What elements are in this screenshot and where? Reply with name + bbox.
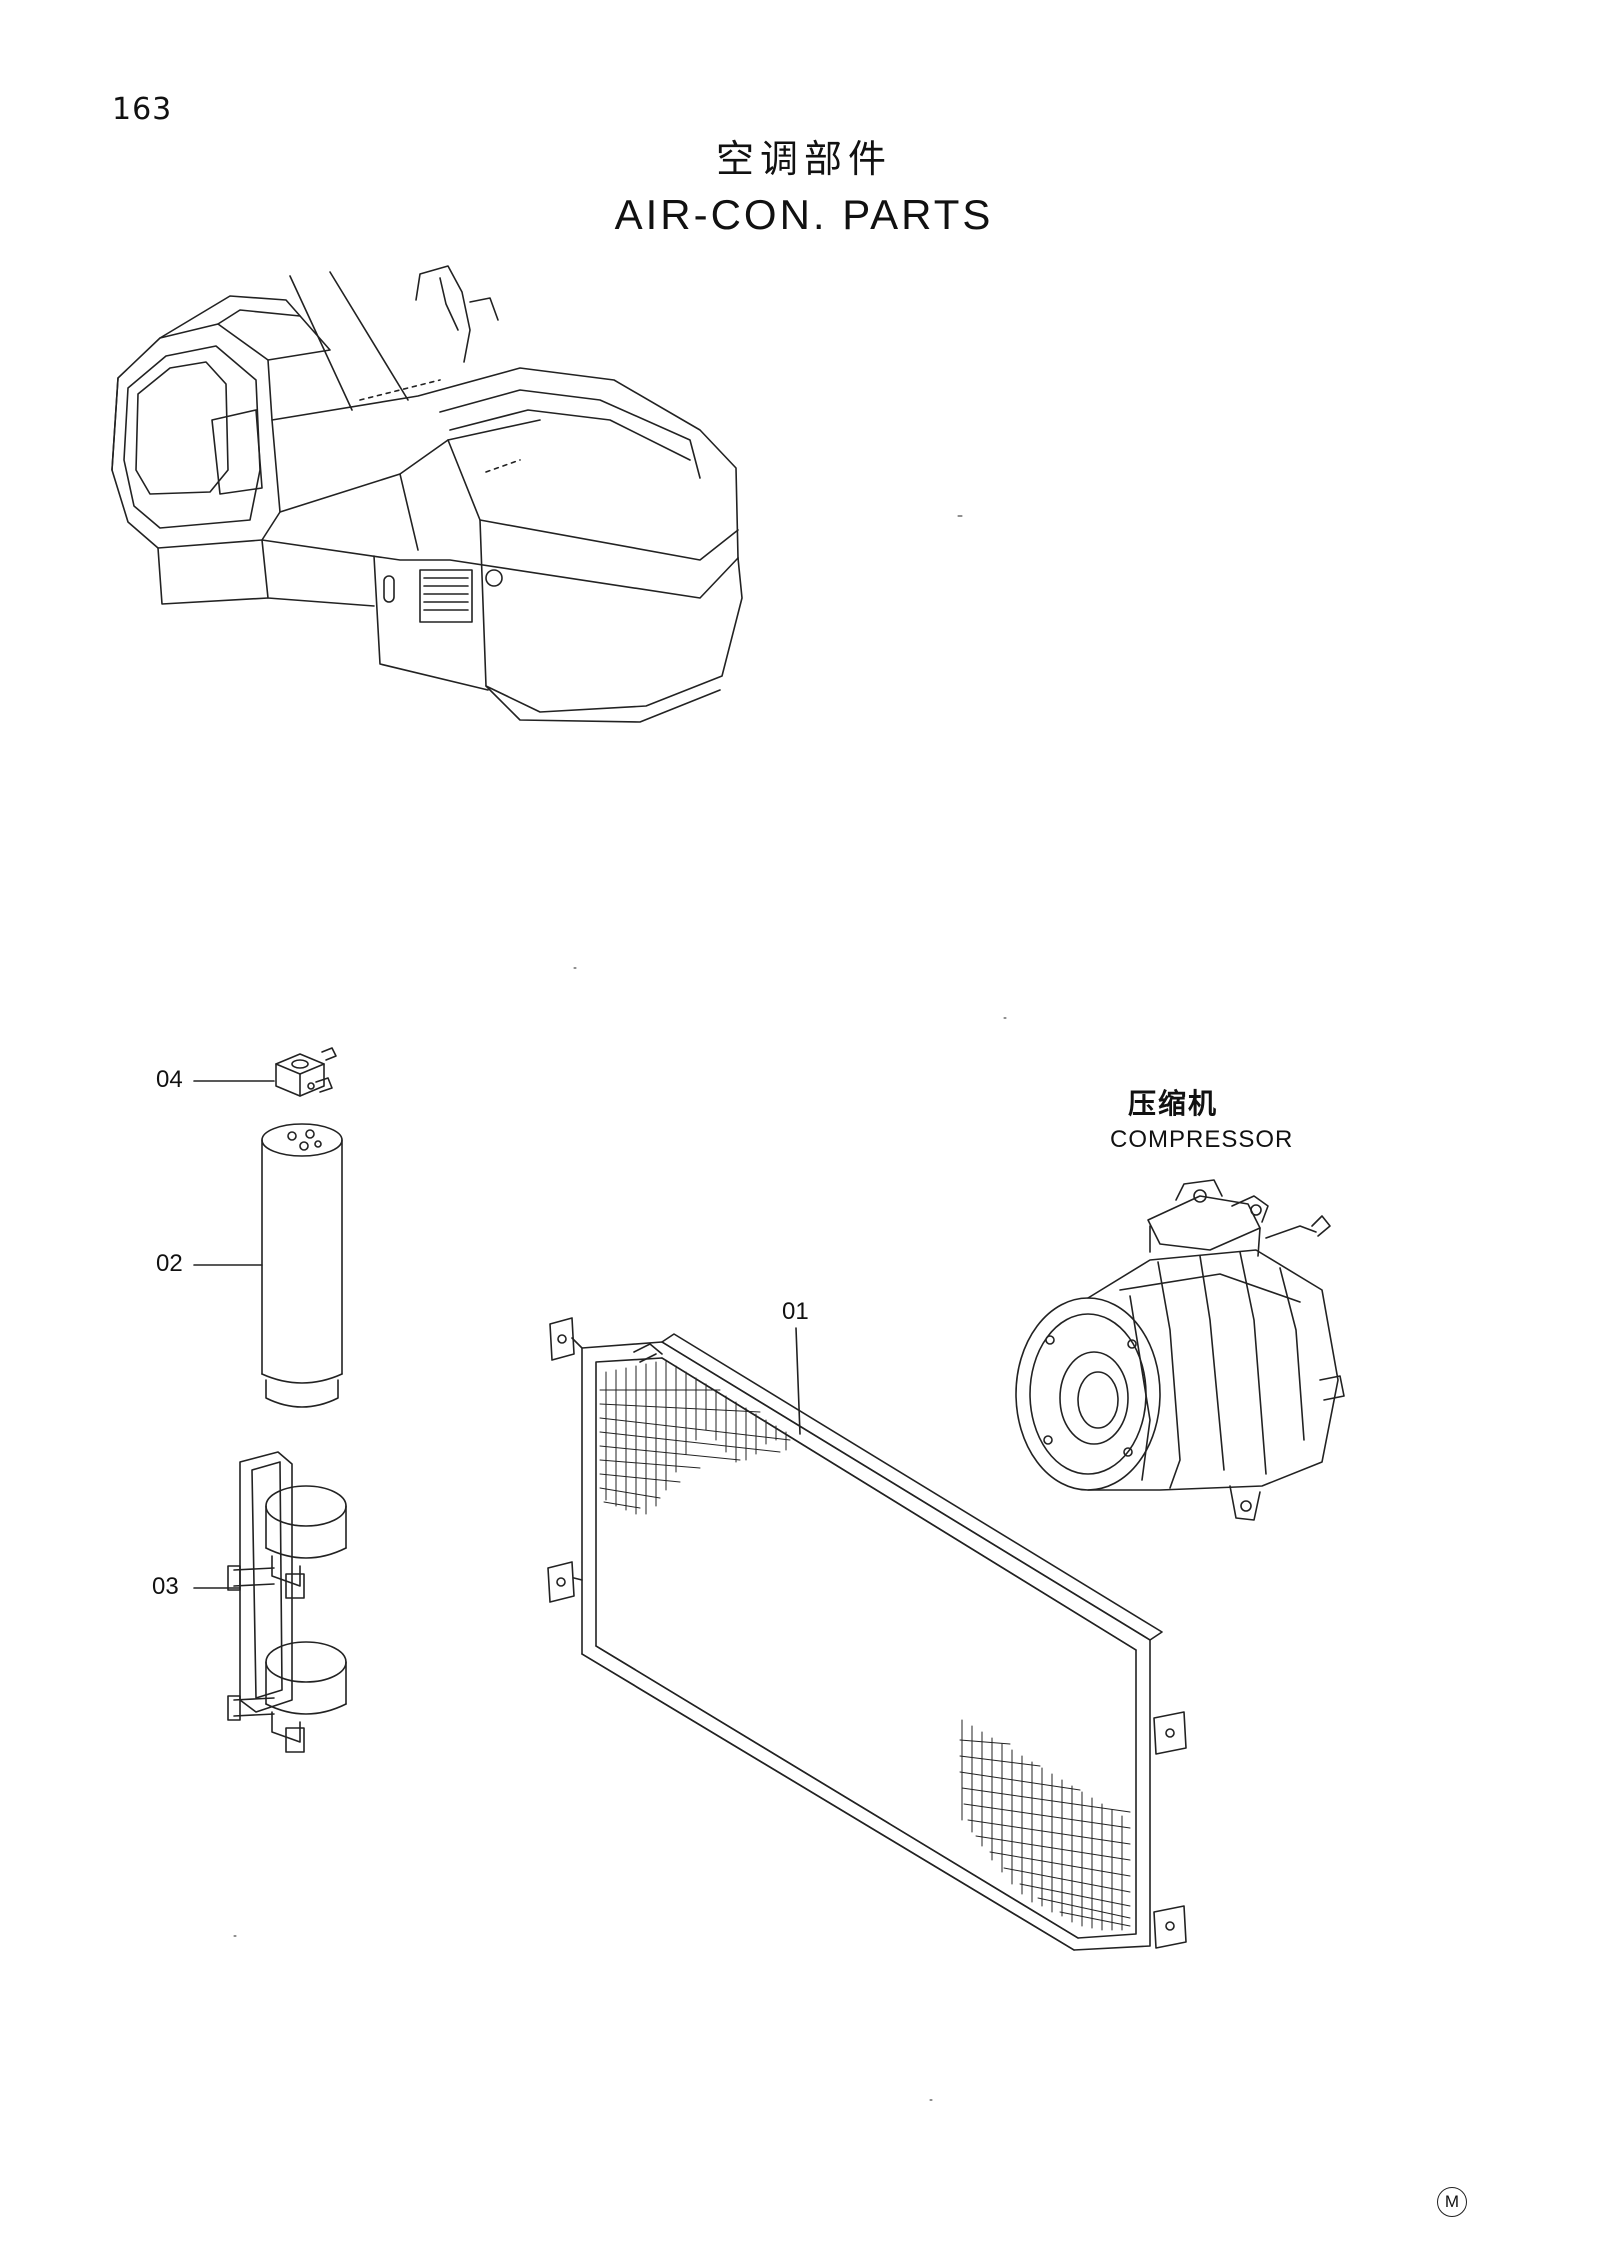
condenser-drawing bbox=[548, 1318, 1186, 1950]
compressor-drawing bbox=[1016, 1180, 1344, 1520]
callout-04-label: 04 bbox=[156, 1066, 183, 1093]
callout-01-label: 01 bbox=[782, 1298, 809, 1325]
page-number: 163 bbox=[112, 92, 173, 127]
compressor-label-en: COMPRESSOR bbox=[1110, 1126, 1294, 1153]
corner-mark: M bbox=[1437, 2187, 1467, 2217]
title-block: 空调部件 AIR-CON. PARTS bbox=[0, 128, 1608, 239]
pressure-switch-drawing bbox=[194, 1048, 336, 1096]
callout-03-label: 03 bbox=[152, 1573, 179, 1600]
excavator-overview-drawing bbox=[112, 266, 742, 722]
scan-specks bbox=[234, 516, 1006, 2100]
receiver-drier-drawing bbox=[194, 1124, 342, 1407]
page-title-en: AIR-CON. PARTS bbox=[614, 191, 994, 238]
bracket-drawing bbox=[194, 1452, 346, 1752]
callout-02-label: 02 bbox=[156, 1250, 183, 1277]
page-title-cn: 空调部件 bbox=[715, 137, 892, 181]
compressor-label-cn: 压缩机 bbox=[1128, 1087, 1219, 1120]
